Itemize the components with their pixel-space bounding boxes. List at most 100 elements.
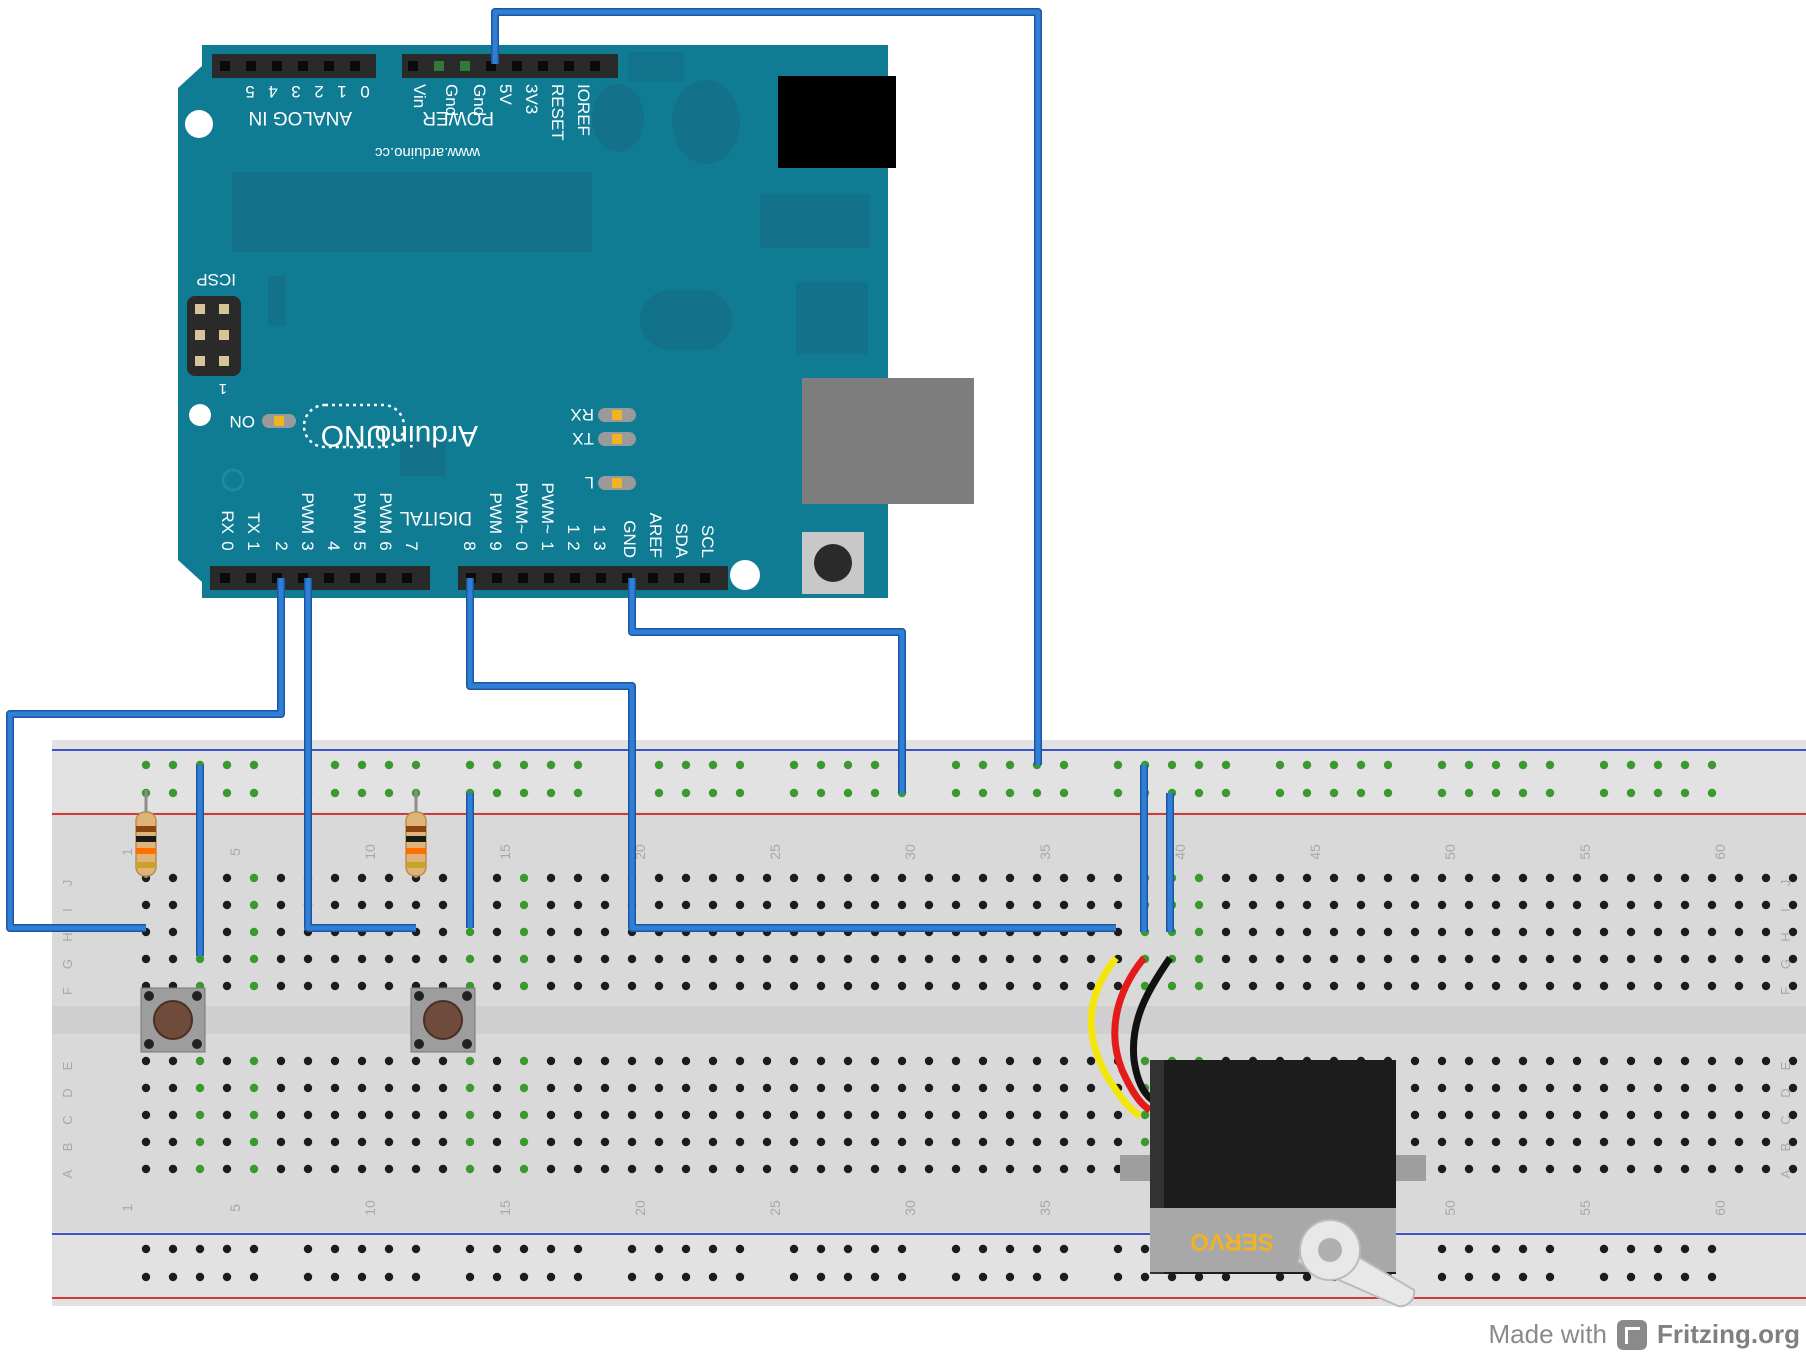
- breadboard-hole: [789, 954, 799, 964]
- breadboard-hole: [1275, 873, 1285, 883]
- on-label: ON: [230, 412, 256, 431]
- breadboard-hole: [978, 1137, 988, 1147]
- breadboard-hole: [249, 1164, 259, 1174]
- breadboard-hole: [627, 1164, 637, 1174]
- breadboard-hole: [1653, 954, 1663, 964]
- digital-label: DIGITAL: [400, 507, 473, 528]
- regulator: [760, 194, 870, 248]
- rail-hole: [1626, 1272, 1636, 1282]
- breadboard-hole: [951, 1083, 961, 1093]
- rail-hole: [1329, 760, 1339, 770]
- rail-hole: [465, 1272, 475, 1282]
- mount-ring: [221, 468, 245, 492]
- rail-hole: [1680, 760, 1690, 770]
- status-led-label: L: [585, 473, 594, 492]
- column-number-bottom: 10: [362, 1200, 378, 1216]
- breadboard-hole: [330, 1110, 340, 1120]
- breadboard-hole: [1032, 1110, 1042, 1120]
- digital-pin: [518, 573, 528, 583]
- breadboard-hole: [1491, 1164, 1501, 1174]
- breadboard-hole: [708, 1083, 718, 1093]
- rail-hole: [681, 1272, 691, 1282]
- breadboard-hole: [1491, 954, 1501, 964]
- breadboard-hole: [1599, 873, 1609, 883]
- breadboard-hole: [1086, 1083, 1096, 1093]
- breadboard-hole: [249, 900, 259, 910]
- crystal: [640, 290, 732, 350]
- status-led-label: TX: [572, 429, 594, 448]
- rail-hole: [1275, 1272, 1285, 1282]
- row-letter-left: D: [60, 1088, 75, 1097]
- breadboard-hole: [438, 1164, 448, 1174]
- breadboard-hole: [384, 981, 394, 991]
- rail-hole: [789, 760, 799, 770]
- breadboard-hole: [1302, 900, 1312, 910]
- rail-hole: [519, 1272, 529, 1282]
- rail-hole: [357, 760, 367, 770]
- breadboard-hole: [789, 873, 799, 883]
- breadboard-hole: [1086, 1164, 1096, 1174]
- servo-motor: SERVO: [1087, 955, 1426, 1308]
- analog-pin-label: 3: [291, 82, 300, 101]
- breadboard-hole: [1302, 981, 1312, 991]
- breadboard-hole: [708, 1056, 718, 1066]
- breadboard-hole: [1518, 981, 1528, 991]
- breadboard-hole: [276, 981, 286, 991]
- analog-pin-label: 1: [337, 82, 346, 101]
- rail-hole: [1113, 1272, 1123, 1282]
- rail-hole: [1464, 1272, 1474, 1282]
- pushbutton-pin: [414, 991, 424, 1001]
- rail-hole: [573, 760, 583, 770]
- power-pin: [564, 61, 574, 71]
- breadboard-hole: [735, 1083, 745, 1093]
- breadboard-hole: [1572, 1137, 1582, 1147]
- breadboard-hole: [1437, 981, 1447, 991]
- rail-hole: [1545, 788, 1555, 798]
- rail-hole: [1518, 1244, 1528, 1254]
- rail-hole: [519, 760, 529, 770]
- breadboard-hole: [1518, 1164, 1528, 1174]
- breadboard-hole: [573, 1164, 583, 1174]
- breadboard-hole: [1734, 1164, 1744, 1174]
- breadboard-hole: [1761, 873, 1771, 883]
- breadboard-hole: [168, 873, 178, 883]
- breadboard-hole: [1140, 1056, 1150, 1066]
- column-number-top: 60: [1712, 844, 1728, 860]
- rail-hole: [978, 1272, 988, 1282]
- servo-label: SERVO: [1190, 1228, 1274, 1255]
- breadboard-hole: [438, 1056, 448, 1066]
- breadboard-hole: [843, 1083, 853, 1093]
- icsp-label: ICSP: [196, 270, 236, 289]
- icsp-pin: [219, 330, 229, 340]
- breadboard-hole: [195, 1137, 205, 1147]
- breadboard-hole: [1410, 873, 1420, 883]
- breadboard-hole: [1275, 981, 1285, 991]
- breadboard-hole: [843, 1056, 853, 1066]
- digital-pin: [402, 573, 412, 583]
- row-letter-left: H: [60, 932, 75, 941]
- rail-hole: [1005, 760, 1015, 770]
- breadboard-hole: [924, 1056, 934, 1066]
- uno-logo-outline: [302, 403, 406, 449]
- breadboard-hole: [222, 1110, 232, 1120]
- breadboard-hole: [1491, 1083, 1501, 1093]
- breadboard-hole: [1005, 981, 1015, 991]
- breadboard-hole: [1518, 1110, 1528, 1120]
- rail-hole: [654, 1244, 664, 1254]
- breadboard-hole: [627, 1056, 637, 1066]
- rail-hole: [1059, 1272, 1069, 1282]
- breadboard-hole: [843, 1137, 853, 1147]
- breadboard-hole: [1572, 1056, 1582, 1066]
- breadboard-hole: [492, 1083, 502, 1093]
- breadboard-hole: [789, 1083, 799, 1093]
- power-pin-label: IOREF: [574, 84, 593, 136]
- website-label: www.arduino.cc: [374, 144, 481, 161]
- breadboard-hole: [1194, 927, 1204, 937]
- breadboard-hole: [546, 981, 556, 991]
- breadboard-hole: [600, 1083, 610, 1093]
- breadboard-hole: [1545, 954, 1555, 964]
- breadboard-hole: [1707, 1164, 1717, 1174]
- breadboard-hole: [1788, 1056, 1798, 1066]
- digital-pin-name: AREF: [646, 513, 665, 558]
